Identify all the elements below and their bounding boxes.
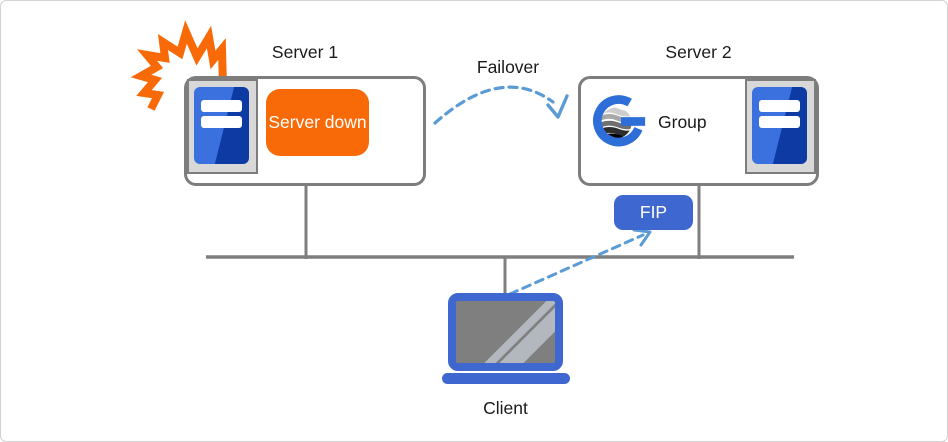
- fip-arrowhead-icon: [632, 228, 652, 247]
- server-slot: [759, 116, 800, 128]
- server1-label: Server 1: [271, 42, 339, 62]
- dashed-arc-arrow-icon: [433, 85, 555, 125]
- server-tower-icon: [745, 79, 816, 174]
- failover-label: Failover: [476, 57, 540, 77]
- server-slot: [759, 100, 800, 112]
- server-tower-body: [194, 87, 249, 164]
- server-down-badge: Server down: [266, 89, 369, 156]
- fip-badge: FIP: [614, 195, 693, 230]
- server2-label: Server 2: [665, 42, 732, 62]
- cluster-g-globe-icon: [593, 95, 646, 147]
- failover-arrowhead-icon: [546, 94, 569, 119]
- server-tower-body: [752, 87, 807, 164]
- dashed-arrow-icon: [508, 233, 645, 296]
- laptop-base: [442, 373, 570, 384]
- server-slot: [201, 116, 242, 128]
- burst-explosion-icon: [130, 20, 227, 111]
- group-label: Group: [658, 112, 707, 132]
- server-slot: [201, 100, 242, 112]
- client-label: Client: [483, 398, 528, 418]
- laptop-icon: [448, 293, 563, 371]
- server-tower-icon: [187, 79, 258, 174]
